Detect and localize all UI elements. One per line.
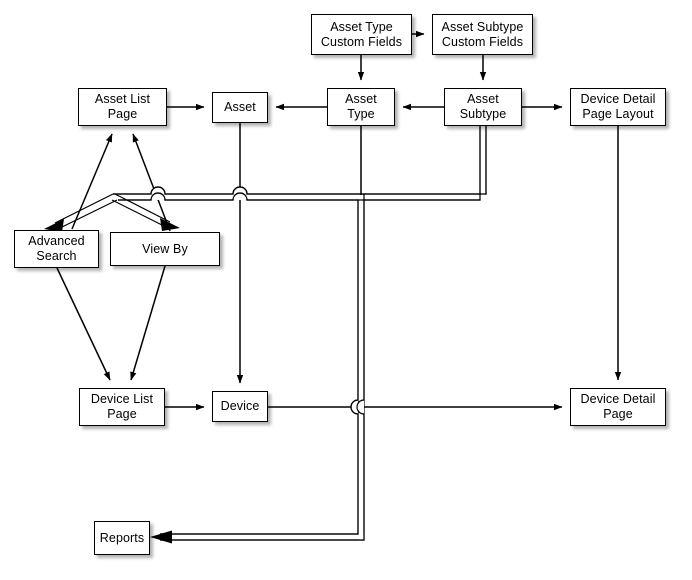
edge-bundle-to-reports-arrow xyxy=(150,530,172,544)
node-asset-type[interactable]: Asset Type xyxy=(327,88,395,126)
edge-view-by-to-device-list-page xyxy=(130,265,166,381)
edge-bundle-split-arrowheads xyxy=(44,218,180,232)
node-asset-subtype[interactable]: Asset Subtype xyxy=(444,88,522,126)
edge-view-by-to-asset-list-page xyxy=(132,133,171,232)
edge-bundle-double-lines xyxy=(113,126,487,541)
bundle-fill-masks xyxy=(113,126,486,540)
bundle-branch-advanced-search-rail-a xyxy=(54,193,114,224)
edge-bundle-split-arrows xyxy=(54,193,171,228)
node-view-by[interactable]: View By xyxy=(110,232,220,266)
bundle-rail-outer xyxy=(160,126,487,541)
node-asset-type-custom-fields[interactable]: Asset Type Custom Fields xyxy=(311,14,412,55)
edge-advanced-search-to-device-list-page xyxy=(56,267,111,381)
node-asset[interactable]: Asset xyxy=(212,92,268,123)
node-device-detail-page[interactable]: Device Detail Page xyxy=(570,388,666,426)
node-asset-subtype-custom-fields[interactable]: Asset Subtype Custom Fields xyxy=(432,14,533,55)
node-advanced-search[interactable]: Advanced Search xyxy=(14,230,99,268)
edge-advanced-search-to-asset-list-page xyxy=(71,133,113,230)
bundle-branch-view-by-rail-a xyxy=(114,193,171,223)
node-reports[interactable]: Reports xyxy=(94,521,150,555)
node-device-list-page[interactable]: Device List Page xyxy=(79,388,165,426)
node-device-detail-page-layout[interactable]: Device Detail Page Layout xyxy=(570,88,666,126)
bundle-branch-advanced-search-rail-b xyxy=(61,199,118,228)
bundle-rail-inner xyxy=(160,126,481,535)
node-device[interactable]: Device xyxy=(212,391,268,422)
bundle-rails-top xyxy=(113,126,487,541)
node-asset-list-page[interactable]: Asset List Page xyxy=(78,88,167,126)
bundle-branch-view-by-rail-b xyxy=(111,199,165,227)
